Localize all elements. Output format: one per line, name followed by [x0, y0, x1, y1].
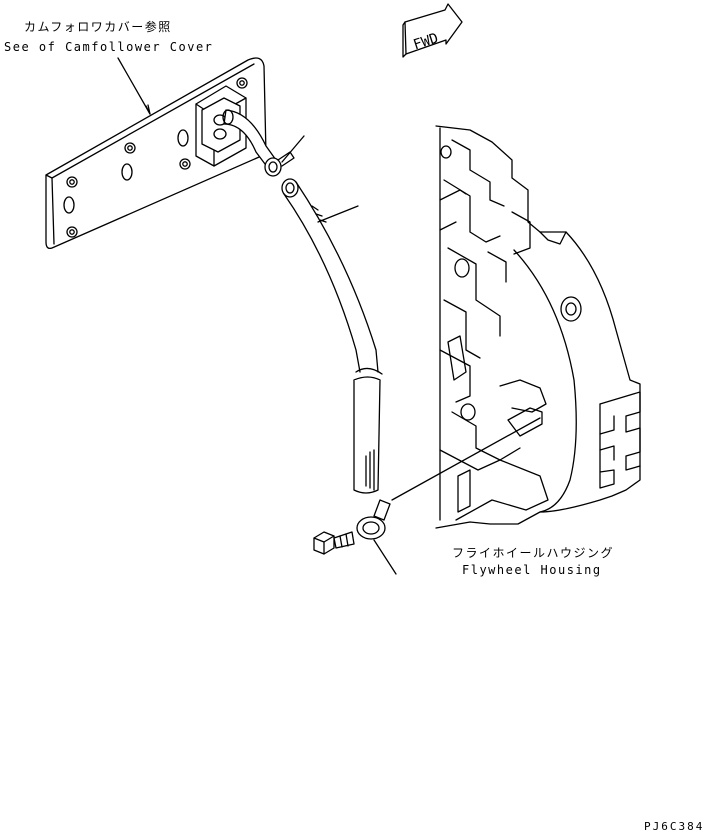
flywheel-label-en: Flywheel Housing: [462, 563, 602, 577]
camfollower-cover: [45, 57, 277, 250]
hose-clip: [264, 151, 295, 177]
flywheel-label-jp: フライホイールハウジング: [452, 546, 615, 560]
camfollower-leader-line: [117, 57, 151, 115]
hose-leader-line: [317, 205, 359, 223]
hose-bracket: [356, 499, 391, 540]
clip-leader-line: [281, 135, 305, 163]
drawing-code: PJ6C384: [644, 820, 705, 833]
camfollower-label-jp: カムフォロワカバー参照: [24, 20, 172, 34]
breather-hose: [281, 178, 383, 494]
flywheel-housing: [435, 125, 641, 529]
camfollower-label-en: See of Camfollower Cover: [4, 40, 214, 54]
fwd-arrow: FWD: [402, 3, 463, 58]
mounting-bolt: [313, 531, 355, 555]
flywheel-leader-line: [391, 417, 541, 501]
bracket-leader-line: [373, 539, 397, 575]
fwd-arrow-label: FWD: [411, 30, 440, 53]
